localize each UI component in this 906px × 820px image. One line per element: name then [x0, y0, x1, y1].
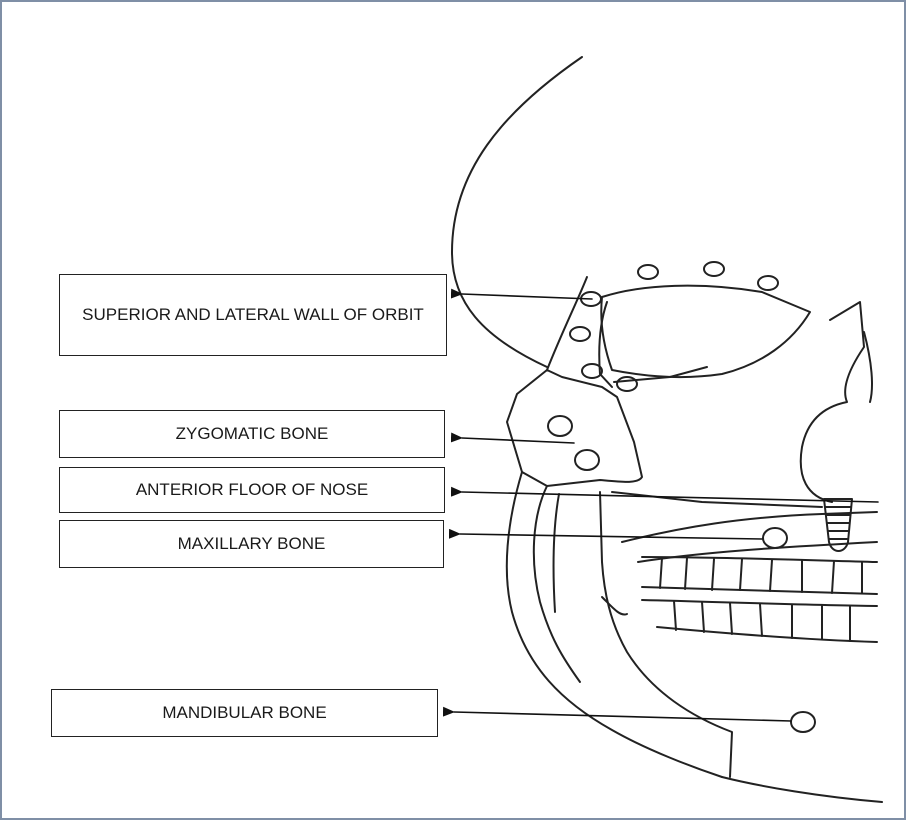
ramus-inner	[554, 494, 559, 612]
label-maxillary-text: MAXILLARY BONE	[178, 531, 326, 557]
arrow-nose	[462, 492, 878, 502]
label-mandibular: MANDIBULAR BONE	[51, 689, 438, 737]
label-maxillary: MAXILLARY BONE	[59, 520, 444, 568]
label-nose-text: ANTERIOR FLOOR OF NOSE	[136, 477, 368, 503]
label-zygomatic: ZYGOMATIC BONE	[59, 410, 445, 458]
mandible-angle-line	[602, 597, 627, 615]
zygomatic-outline	[507, 370, 642, 486]
label-zygomatic-text: ZYGOMATIC BONE	[176, 421, 329, 447]
nasal-cavity	[864, 332, 872, 402]
orbit-outline	[601, 286, 810, 377]
zygomatic-lower-line	[614, 367, 707, 382]
label-orbit: SUPERIOR AND LATERAL WALL OF ORBIT	[59, 274, 447, 356]
upper-teeth-bottom	[642, 587, 877, 594]
upper-teeth-top	[642, 557, 877, 562]
mandible-lower-border	[722, 777, 882, 802]
arrow-zygomatic	[462, 438, 574, 443]
lower-teeth-dividers	[674, 601, 850, 641]
cranium-outline	[452, 57, 582, 367]
nasal-outline	[801, 302, 864, 502]
lower-teeth-bottom	[657, 627, 877, 642]
label-nose: ANTERIOR FLOOR OF NOSE	[59, 467, 445, 513]
label-orbit-text: SUPERIOR AND LATERAL WALL OF ORBIT	[82, 302, 424, 328]
arrow-orbit	[462, 294, 592, 299]
arrow-maxillary	[460, 534, 762, 539]
arrow-mandibular	[454, 712, 791, 721]
lateral-orbital-rim	[547, 277, 587, 370]
label-mandibular-text: MANDIBULAR BONE	[162, 700, 326, 726]
